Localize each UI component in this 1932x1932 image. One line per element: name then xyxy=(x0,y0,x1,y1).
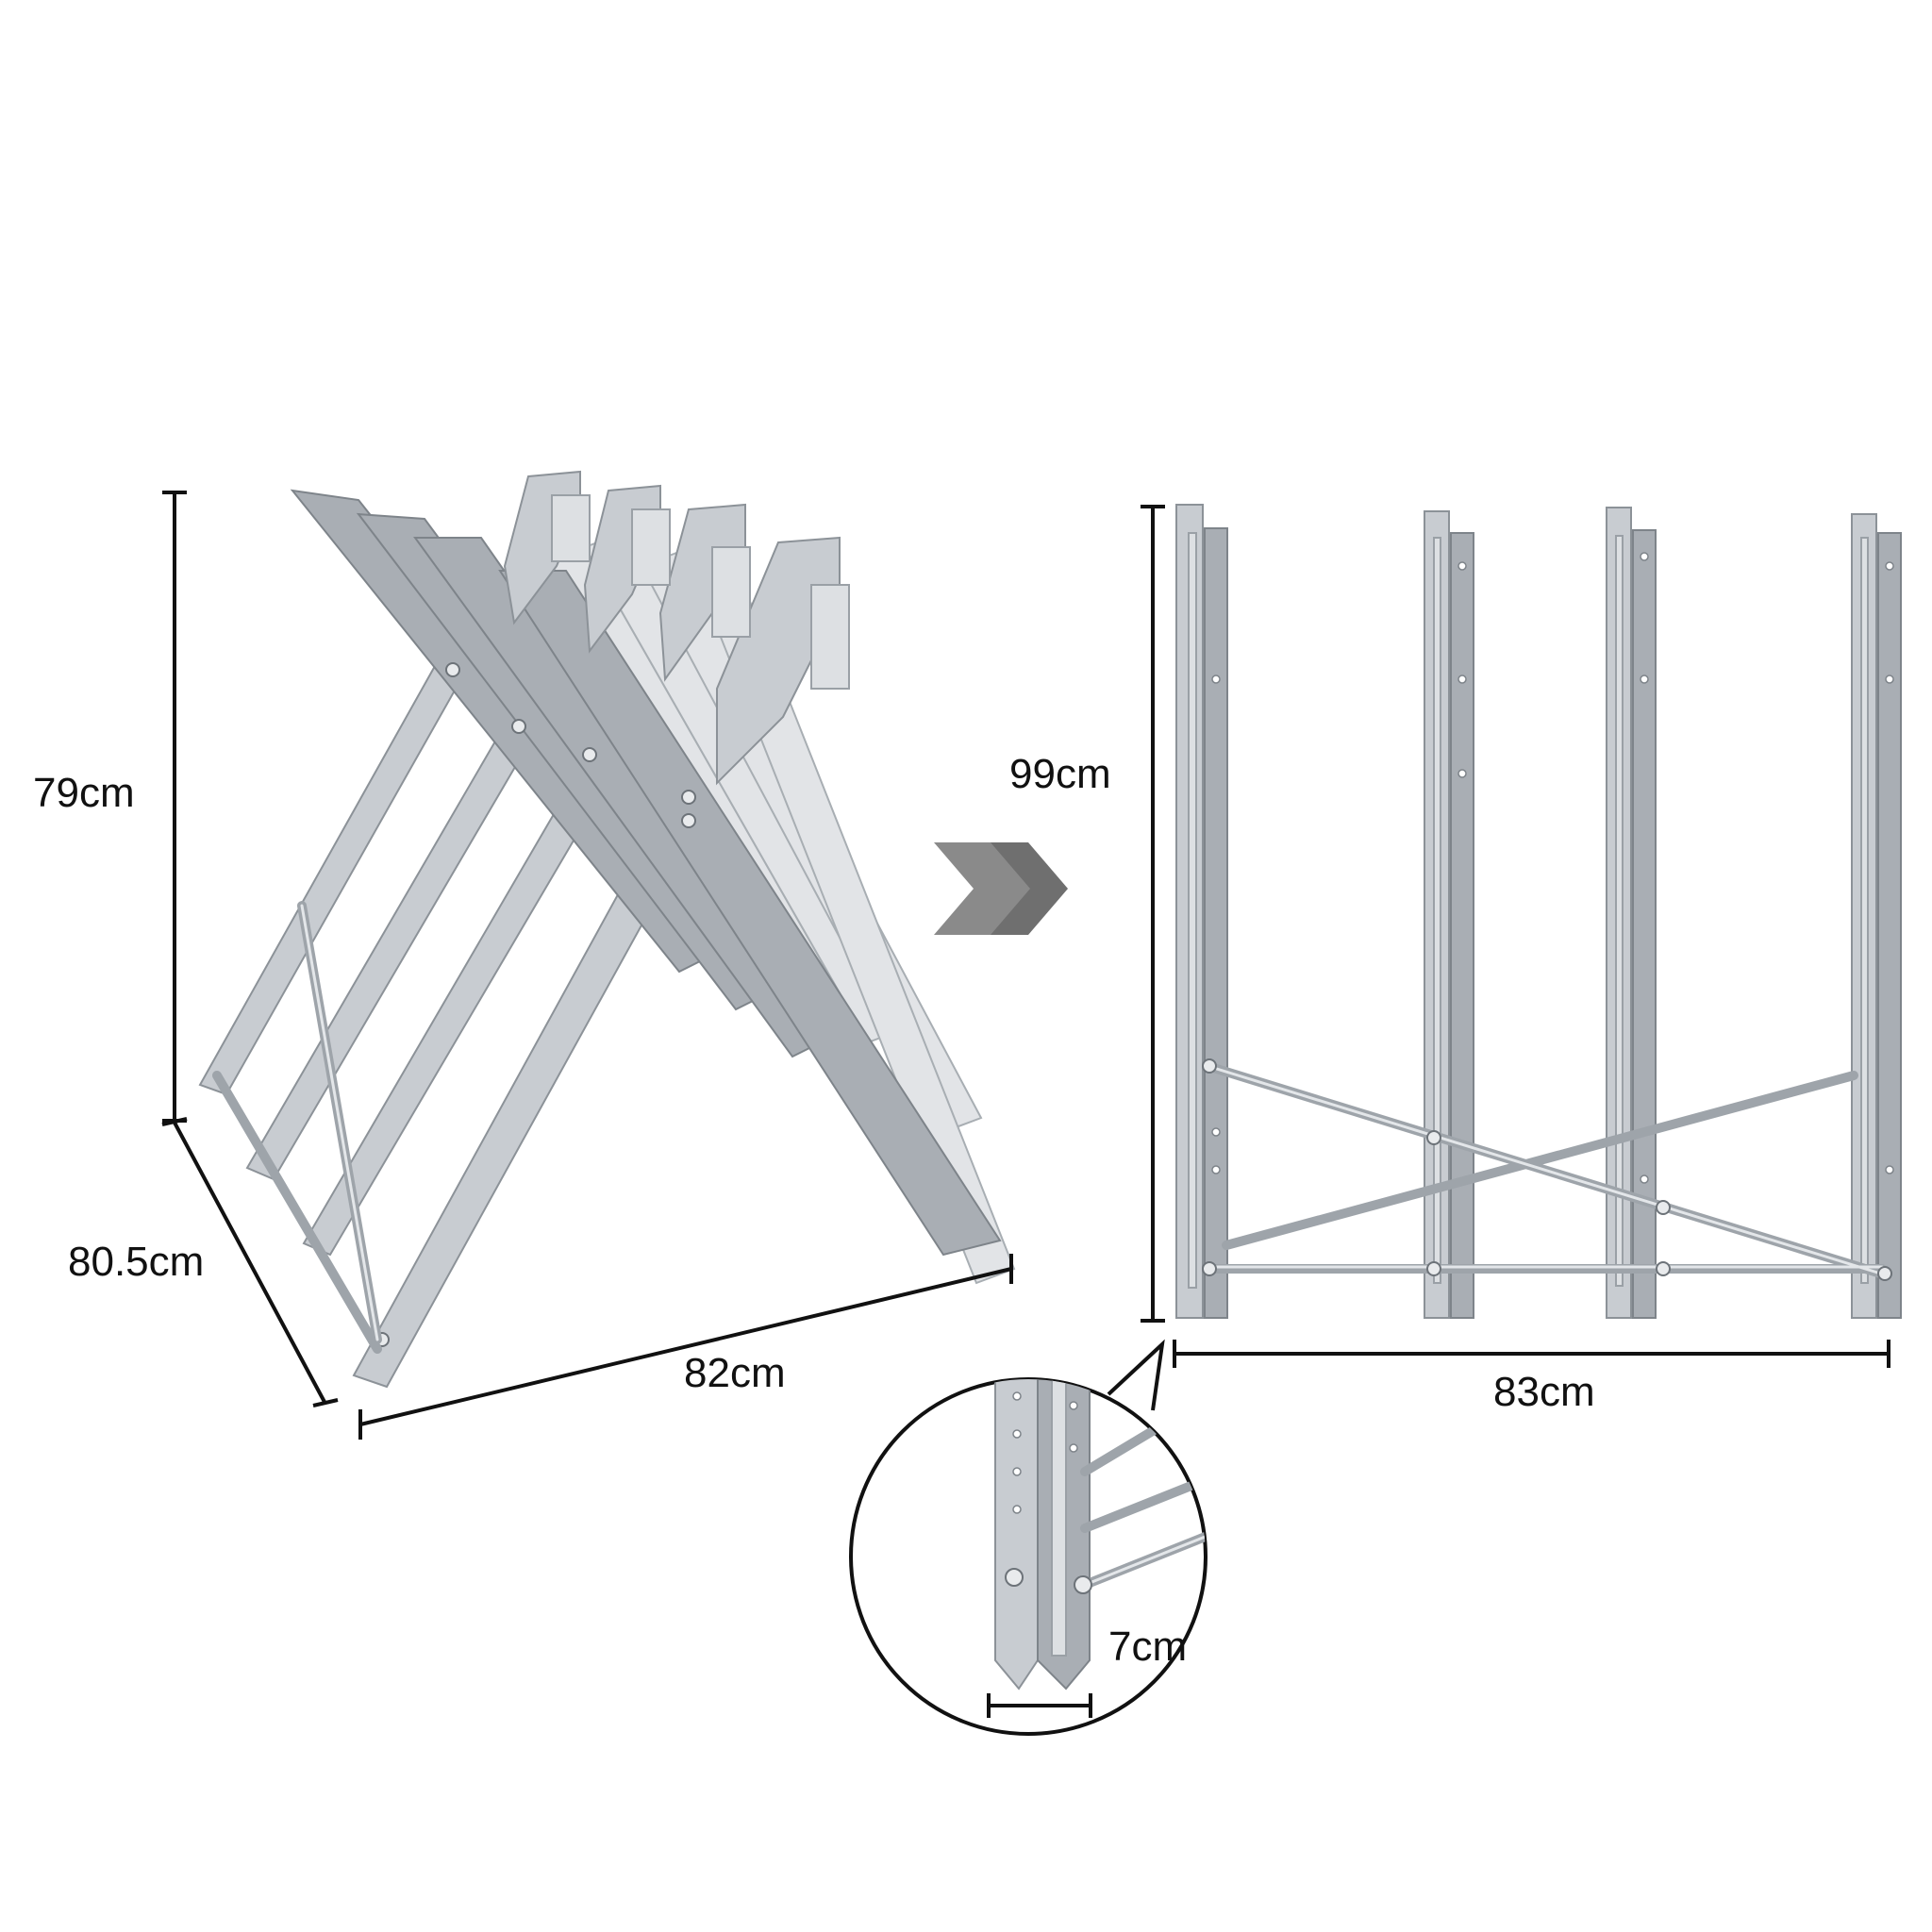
transition-double-chevron xyxy=(934,842,1068,935)
cross-bracing xyxy=(1203,1061,1891,1280)
front-bracing xyxy=(212,901,382,1354)
profile-detail-callout: 7cm xyxy=(849,1339,1208,1736)
top-cradle-arms xyxy=(290,470,1002,1257)
zoomed-leg-profile xyxy=(994,1379,1206,1690)
width-label-left: 82cm xyxy=(684,1350,786,1396)
profile-width-dimension: 7cm xyxy=(987,1624,1187,1718)
width-dimension-left: 82cm xyxy=(358,1254,1013,1440)
leg-holes xyxy=(1211,552,1894,1184)
pivot-bolts xyxy=(375,662,696,1347)
leg-column-4 xyxy=(1851,513,1902,1319)
unfolded-sawhorse-illustration xyxy=(198,470,1016,1389)
height-dimension-left: 79cm xyxy=(33,491,187,1123)
brace-bolts xyxy=(1202,1058,1892,1281)
callout-pointer xyxy=(1107,1339,1165,1411)
leg-column-2 xyxy=(1424,510,1474,1319)
width-dimension-right: 83cm xyxy=(1173,1340,1890,1415)
profile-width-label: 7cm xyxy=(1108,1624,1187,1670)
depth-label-left: 80.5cm xyxy=(68,1239,204,1285)
height-label-left: 79cm xyxy=(33,770,135,816)
depth-dimension-left: 80.5cm xyxy=(68,1117,339,1407)
leg-column-3 xyxy=(1606,507,1657,1319)
height-dimension-right: 99cm xyxy=(1009,505,1165,1323)
height-label-right: 99cm xyxy=(1009,751,1111,797)
leg-column-1 xyxy=(1175,504,1228,1319)
folded-sawhorse-illustration xyxy=(1175,504,1902,1319)
width-label-right: 83cm xyxy=(1493,1369,1595,1415)
